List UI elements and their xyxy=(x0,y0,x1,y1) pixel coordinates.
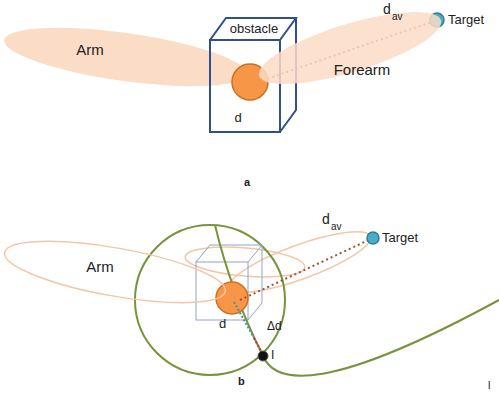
node-text: Arm xyxy=(86,259,114,276)
trajectory-curve xyxy=(215,225,499,376)
distance-line xyxy=(240,238,373,300)
obstacle-cube xyxy=(196,245,262,320)
shape-outline xyxy=(0,235,235,310)
target-dot xyxy=(367,232,379,244)
distance-label: d xyxy=(322,212,330,227)
target-label: Target xyxy=(382,231,418,245)
distance-subscript: av xyxy=(331,221,342,232)
shape-outline xyxy=(0,20,250,95)
distance-label: d xyxy=(219,317,226,331)
obstacle-sphere xyxy=(216,282,248,314)
point-dot xyxy=(258,351,268,361)
node-text: Forearm xyxy=(334,62,391,79)
shape-outline xyxy=(250,0,460,100)
node-text: Arm xyxy=(76,42,104,59)
delta-label: Δd xyxy=(267,320,282,333)
panel-letter: b xyxy=(238,375,245,387)
forearm-shape: Forearm xyxy=(250,0,460,100)
distance-subscript: av xyxy=(392,11,403,22)
arm-outline: Arm xyxy=(0,235,235,310)
delta-line xyxy=(254,338,261,351)
corner-mark: l xyxy=(488,379,490,391)
target-label: Target xyxy=(448,13,484,27)
arm-shape: Arm xyxy=(0,20,250,95)
node-text: d xyxy=(234,111,241,125)
distance-label: d xyxy=(383,2,391,17)
node-text: obstacle xyxy=(230,22,278,36)
point-label: I xyxy=(271,349,274,362)
panel-letter: a xyxy=(244,176,250,188)
radius-line xyxy=(234,302,254,338)
